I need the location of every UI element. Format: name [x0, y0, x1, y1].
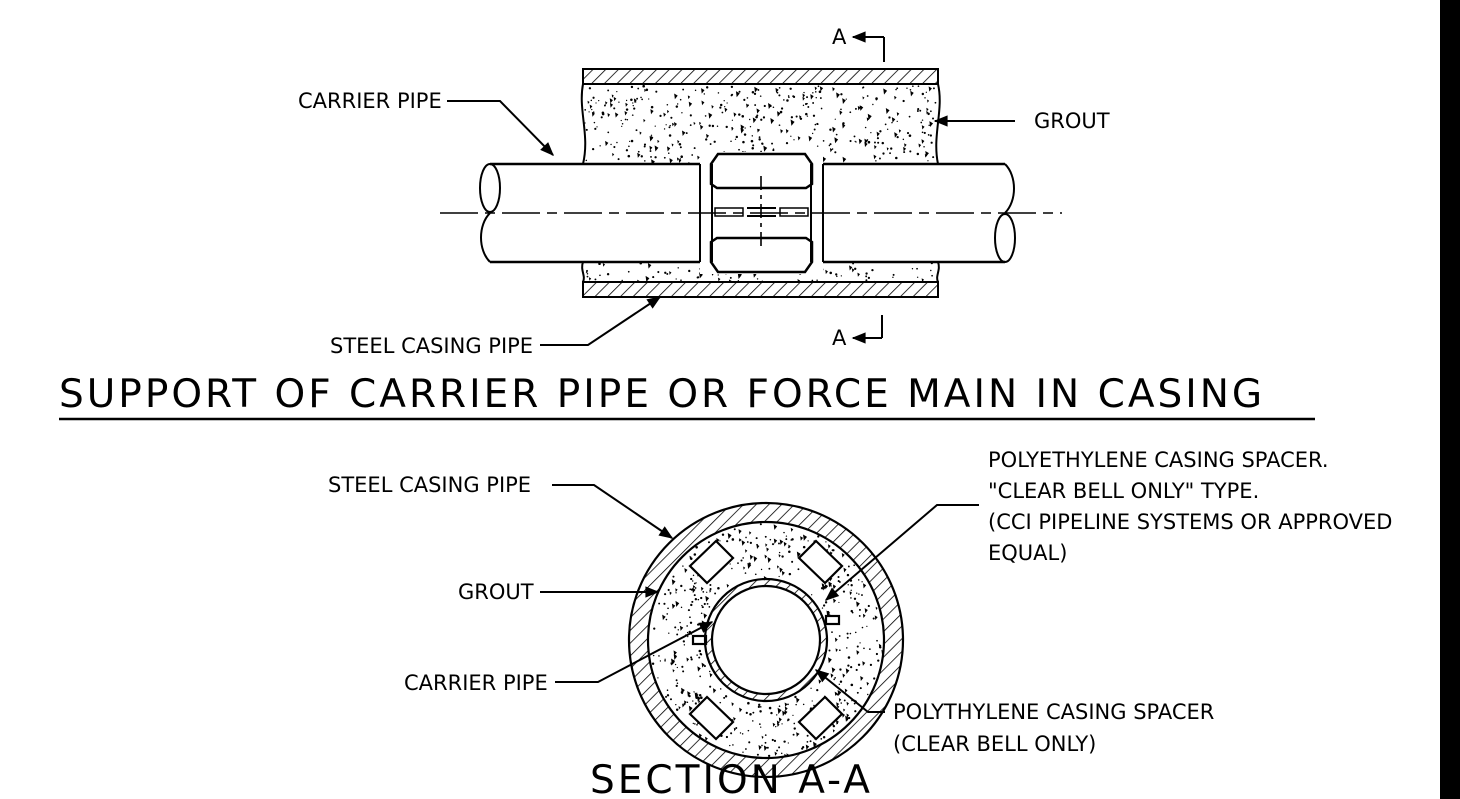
grout-break-right-lower	[936, 261, 940, 283]
svg-text:POLYETHYLENE CASING SPACER.: POLYETHYLENE CASING SPACER.	[988, 448, 1329, 472]
elevation-title: SUPPORT OF CARRIER PIPE OR FORCE MAIN IN…	[59, 372, 1265, 417]
section-cut-marker-top: A	[832, 25, 885, 62]
svg-text:GROUT: GROUT	[458, 580, 534, 604]
svg-text:(CLEAR BELL ONLY): (CLEAR BELL ONLY)	[893, 732, 1096, 756]
label-spacer-note: POLYETHYLENE CASING SPACER. "CLEAR BELL …	[824, 448, 1392, 601]
svg-text:CARRIER PIPE: CARRIER PIPE	[298, 89, 442, 113]
section-cut-marker-bottom: A	[832, 315, 883, 350]
label-steel-casing-elevation: STEEL CASING PIPE	[330, 296, 662, 358]
svg-text:STEEL CASING PIPE: STEEL CASING PIPE	[330, 334, 533, 358]
casing-top-wall	[582, 68, 939, 85]
svg-text:CARRIER PIPE: CARRIER PIPE	[404, 671, 548, 695]
svg-text:POLYTHYLENE CASING SPACER: POLYTHYLENE CASING SPACER	[893, 700, 1214, 724]
label-carrier-pipe-elevation: CARRIER PIPE	[298, 89, 554, 156]
carrier-pipe-end-right	[994, 213, 1016, 263]
svg-text:EQUAL): EQUAL)	[988, 541, 1067, 565]
casing-bottom-wall	[582, 281, 939, 298]
section-view: STEEL CASING PIPE GROUT CARRIER PIPE POL…	[328, 448, 1392, 799]
section-title: SECTION A-A	[590, 758, 873, 799]
sheet-border	[1440, 0, 1460, 799]
label-grout-elevation: GROUT	[933, 109, 1110, 133]
grout-break-right	[935, 83, 941, 165]
label-steel-casing-section: STEEL CASING PIPE	[328, 473, 674, 539]
svg-text:A: A	[832, 25, 847, 49]
label-carrier-pipe-section: CARRIER PIPE	[404, 621, 714, 695]
svg-text:A: A	[832, 326, 847, 350]
svg-text:"CLEAR BELL ONLY" TYPE.: "CLEAR BELL ONLY" TYPE.	[988, 479, 1259, 503]
carrier-pipe-section	[710, 584, 822, 696]
spacer-runners	[688, 539, 844, 741]
svg-text:STEEL CASING PIPE: STEEL CASING PIPE	[328, 473, 531, 497]
elevation-view: A A CARRIER PIPE GROUT STEEL CASING PIPE…	[59, 25, 1315, 421]
carrier-pipe-end-left	[479, 163, 501, 213]
grout-break-left	[580, 83, 587, 165]
svg-text:(CCI PIPELINE SYSTEMS OR APPRO: (CCI PIPELINE SYSTEMS OR APPROVED	[988, 510, 1392, 534]
svg-text:GROUT: GROUT	[1034, 109, 1110, 133]
grout-break-left-lower	[581, 261, 585, 283]
label-grout-section: GROUT	[458, 580, 660, 604]
label-spacer-bottom: POLYTHYLENE CASING SPACER (CLEAR BELL ON…	[814, 669, 1214, 756]
